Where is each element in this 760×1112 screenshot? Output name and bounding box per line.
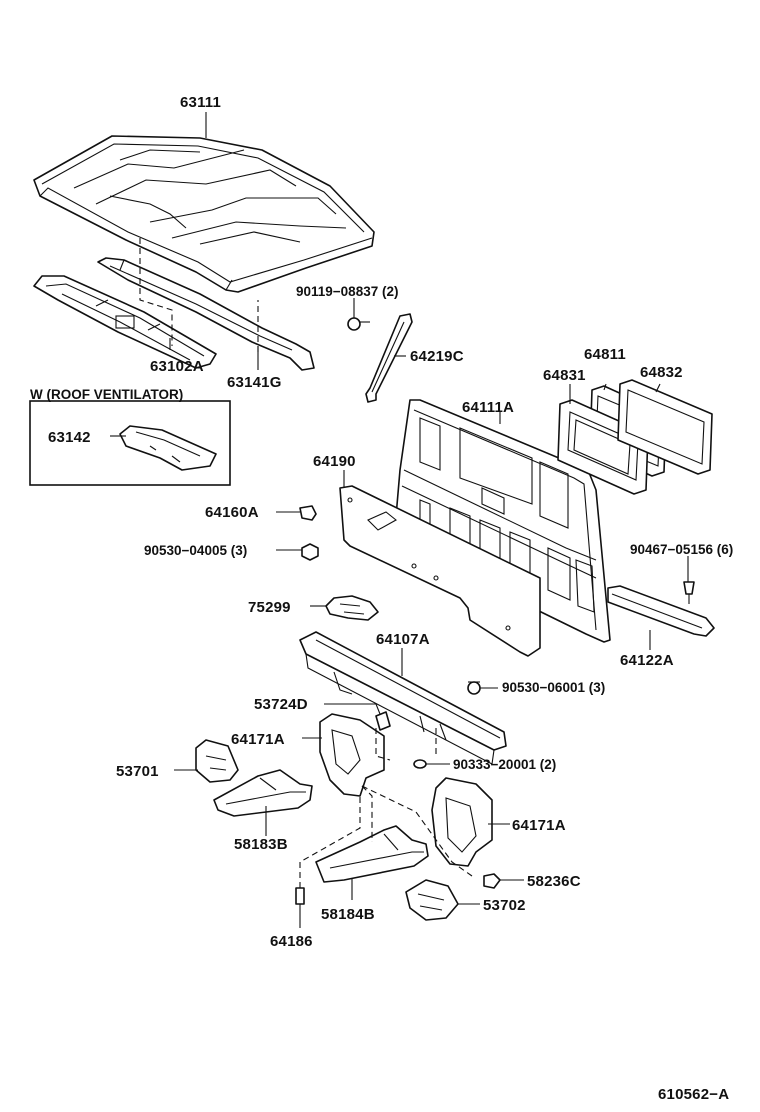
cross-member — [299, 631, 507, 765]
callout-90530-06001: 90530−06001 (3) — [502, 680, 605, 695]
support-64171a-lower — [431, 777, 493, 867]
callout-53701: 53701 — [116, 763, 159, 780]
callout-53724d: 53724D — [254, 696, 308, 713]
callout-63141g: 63141G — [227, 374, 282, 391]
assembly-dashed-lines — [139, 238, 473, 888]
callout-64832: 64832 — [640, 364, 683, 381]
callout-64171a-lower: 64171A — [512, 817, 566, 834]
callout-53702: 53702 — [483, 897, 526, 914]
callout-90530-04005: 90530−04005 (3) — [144, 543, 247, 558]
callout-90119-08837: 90119−08837 (2) — [296, 284, 398, 299]
weatherstrip-64832 — [617, 379, 713, 475]
callout-90467-05156: 90467−05156 (6) — [630, 542, 733, 557]
figure-code: 610562−A — [658, 1086, 729, 1103]
roof-panel — [33, 135, 375, 293]
callout-63111: 63111 — [180, 94, 221, 111]
leader-lines — [110, 112, 689, 928]
callout-64160a: 64160A — [205, 504, 259, 521]
callout-63102a: 63102A — [150, 358, 204, 375]
callout-63142: 63142 — [48, 429, 91, 446]
bracket-53724d — [375, 711, 391, 731]
roof-ventilator-part — [119, 425, 217, 471]
callout-64111a: 64111A — [462, 399, 514, 416]
window-frame-64831 — [557, 399, 649, 495]
clip-64160a — [299, 505, 317, 521]
bracket-75299 — [325, 595, 379, 621]
callout-64811: 64811 — [584, 346, 626, 363]
callout-64831: 64831 — [543, 367, 586, 384]
inset-title: W (ROOF VENTILATOR) — [30, 387, 183, 402]
bolt-90119 — [347, 317, 370, 331]
pin-64186 — [295, 887, 305, 905]
clip-58236c — [483, 873, 501, 889]
callout-58183b: 58183B — [234, 836, 288, 853]
trim-panel — [339, 485, 541, 657]
callout-64122a: 64122A — [620, 652, 674, 669]
nut-90530-04005 — [301, 543, 319, 561]
callout-64219c: 64219C — [410, 348, 464, 365]
callout-64171a-upper: 64171A — [231, 731, 285, 748]
callout-58184b: 58184B — [321, 906, 375, 923]
callout-64186: 64186 — [270, 933, 313, 950]
roof-ventilator-inset — [29, 400, 231, 486]
callout-58236c: 58236C — [527, 873, 581, 890]
callout-75299: 75299 — [248, 599, 291, 616]
callout-64190: 64190 — [313, 453, 356, 470]
bracket-53701 — [195, 739, 239, 783]
bracket-58183b — [213, 769, 313, 817]
callout-90333-20001: 90333−20001 (2) — [453, 757, 556, 772]
plug-90333 — [413, 759, 427, 769]
stay-rod — [365, 313, 413, 403]
bracket-53702 — [405, 879, 459, 921]
screw-90467 — [683, 581, 695, 604]
bolt-90530-06001 — [467, 681, 481, 695]
bracket-58184b — [315, 825, 429, 883]
callout-64107a: 64107A — [376, 631, 430, 648]
sill-rail — [607, 585, 715, 637]
support-64171a-upper — [319, 713, 385, 797]
roof-bow-rear — [97, 257, 315, 371]
